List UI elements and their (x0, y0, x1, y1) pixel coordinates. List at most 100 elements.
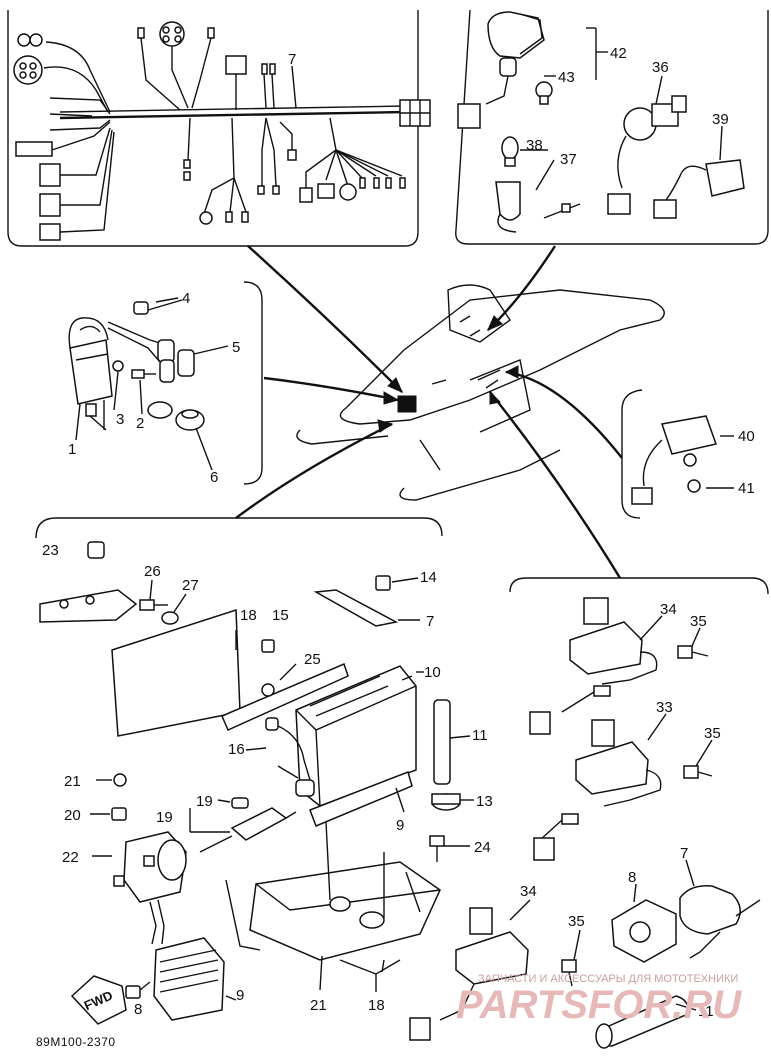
nut-19b (261, 639, 275, 653)
lead-20 (265, 717, 315, 797)
leader-lights-to-machine (487, 245, 557, 331)
panel-cdi-outline (621, 389, 643, 519)
callout-33: 33 (656, 699, 673, 716)
leader-harness-to-machine (247, 245, 403, 393)
relay-34-lower (409, 907, 529, 1041)
tube-14 (433, 699, 451, 785)
callout-22: 18 (240, 607, 257, 624)
callout-eleven: 11 (698, 1003, 714, 1020)
bulb-38 (501, 136, 519, 167)
rod-18 (339, 959, 401, 975)
callout-35-upper: 35 (690, 613, 707, 630)
nut-26 (111, 807, 127, 821)
callout-36: 36 (652, 59, 669, 76)
headlight-assembly-42 (457, 11, 553, 129)
fuse-23 (199, 807, 297, 853)
rectifier-9 (153, 937, 225, 1021)
starter-relay-25 (113, 831, 187, 945)
callout-nine: 9 (236, 987, 244, 1004)
callout-43: 43 (558, 69, 575, 86)
callout-10: 8 (134, 1001, 142, 1018)
callout-27: 21 (64, 773, 81, 790)
callout-39: 39 (712, 111, 729, 128)
panel-ignition-outline (243, 281, 263, 485)
callout-leaders (75, 27, 734, 1011)
drawing-code: 89M100-2370 (36, 1035, 116, 1049)
cover-22 (111, 608, 241, 737)
callout-34-upper: 34 (660, 601, 677, 618)
callout-7-harness: 7 (288, 51, 296, 68)
watermark-small-text: ЗАПЧАСТИ И АКСЕССУАРЫ ДЛЯ МОТОТЕХНИКИ (478, 973, 738, 985)
callout-15: 13 (476, 793, 493, 810)
callout-26: 20 (64, 807, 81, 824)
callout-25: 22 (62, 849, 79, 866)
strap-7 (313, 589, 399, 627)
callout-24: 19 (196, 793, 213, 810)
callout-19-mid: 15 (272, 607, 289, 624)
bolt-35b (683, 765, 713, 779)
panel-lights-outline (455, 9, 769, 245)
bolt-29 (429, 835, 445, 862)
washer-32 (161, 611, 179, 625)
bracket-8 (611, 899, 677, 963)
pad-16 (309, 771, 413, 827)
panel-harness-outline (7, 10, 419, 247)
callout-35-mid: 35 (704, 725, 721, 742)
ignition-coil-1 (68, 317, 113, 431)
capacitor-11 (595, 995, 689, 1049)
callout-eight: 8 (628, 869, 636, 886)
callout-42: 42 (610, 45, 627, 62)
callout-38: 38 (526, 137, 543, 154)
panel-electrical-outline (35, 517, 443, 539)
fwd-arrow-icon: FWD (70, 975, 127, 1025)
bolt-2 (131, 369, 156, 379)
relay-33 (533, 719, 662, 861)
callout-30: 25 (304, 651, 321, 668)
nut-27 (113, 773, 127, 787)
terminal-plate-30 (221, 662, 349, 731)
callout-35-lower: 35 (568, 913, 585, 930)
bolt-35c (561, 959, 577, 987)
callout-4: 4 (182, 290, 190, 307)
nut-41 (687, 479, 701, 493)
callout-3: 3 (116, 411, 124, 428)
bolt-3 (112, 360, 124, 372)
callout-13: 10 (424, 664, 441, 681)
leader-relay-to-machine (489, 391, 622, 579)
switch-36 (607, 95, 687, 215)
bolt-31 (139, 599, 168, 611)
battery-box-21 (225, 821, 441, 961)
callout-5: 5 (232, 339, 240, 356)
callout-40: 40 (738, 428, 755, 445)
callout-16: 9 (396, 817, 404, 834)
plug-caps-5 (157, 339, 195, 383)
callout-32: 27 (182, 577, 199, 594)
nut-19a (375, 575, 391, 591)
snowmobile-outline (296, 284, 665, 501)
cdi-unit-40 (631, 415, 717, 505)
nut-10 (125, 985, 141, 999)
coil-7-relay (679, 885, 761, 959)
watermark-brand: PARTSFOR.RU (456, 983, 742, 1027)
callout-1: 1 (68, 441, 76, 458)
callout-twenty-one: 21 (310, 997, 327, 1014)
socket-37 (495, 181, 581, 233)
pad-15 (431, 793, 461, 811)
callout-37: 37 (560, 151, 577, 168)
callout-23: 19 (156, 809, 173, 826)
callout-7-coil: 7 (680, 845, 688, 862)
callout-41: 41 (738, 480, 755, 497)
bolt-35a (677, 645, 709, 659)
callout-7-strap: 7 (426, 613, 434, 630)
leader-ignition-to-machine (263, 376, 399, 402)
callout-eighteen: 18 (368, 997, 385, 1014)
relay-34-upper (529, 597, 658, 735)
leader-cdi-to-machine (505, 370, 623, 459)
callout-28: 23 (42, 542, 59, 559)
callout-14: 11 (472, 727, 488, 744)
callout-31: 26 (144, 563, 161, 580)
wire-harness-7 (13, 21, 431, 241)
leader-electrical-to-machine (235, 422, 393, 519)
